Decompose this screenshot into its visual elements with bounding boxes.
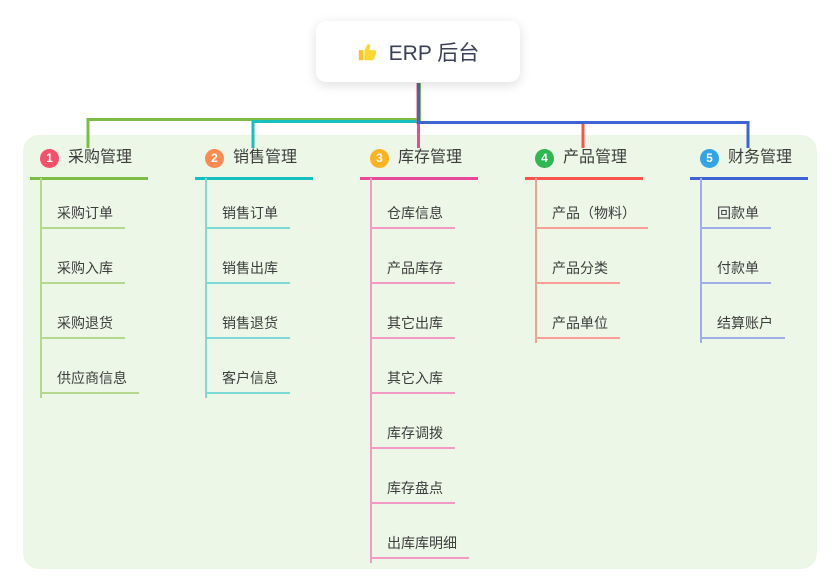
- badge-1: 1: [40, 148, 59, 168]
- branch-finance: 5 财务管理 回款单 付款单 结算账户: [690, 144, 839, 343]
- branch-finance-vline: [700, 178, 702, 343]
- node-sales-order[interactable]: 销售订单: [205, 204, 290, 229]
- branch-inventory-vline: [370, 178, 372, 563]
- node-receipt-bill[interactable]: 回款单: [700, 204, 771, 229]
- badge-2: 2: [205, 148, 224, 168]
- branch-title: 采购管理: [68, 149, 133, 166]
- branch-product-vline: [535, 178, 537, 343]
- node-settlement-account[interactable]: 结算账户: [700, 314, 785, 339]
- branch-sales-vline: [205, 178, 207, 398]
- node-purchase-order[interactable]: 采购订单: [40, 204, 125, 229]
- node-purchase-inbound[interactable]: 采购入库: [40, 259, 125, 284]
- node-stock-transfer[interactable]: 库存调拨: [370, 424, 455, 449]
- branch-inventory: 3 库存管理 仓库信息 产品库存 其它出库 其它入库 库存调拨 库存盘点 出库库…: [360, 144, 520, 563]
- branch-title: 销售管理: [233, 149, 298, 166]
- root-title: ERP 后台: [388, 41, 480, 65]
- node-supplier-info[interactable]: 供应商信息: [40, 369, 139, 394]
- node-product-unit[interactable]: 产品单位: [535, 314, 620, 339]
- branch-title: 产品管理: [563, 149, 628, 166]
- branch-inventory-header[interactable]: 3 库存管理: [360, 144, 478, 180]
- node-warehouse-info[interactable]: 仓库信息: [370, 204, 455, 229]
- branch-sales: 2 销售管理 销售订单 销售出库 销售退货 客户信息: [195, 144, 355, 398]
- node-payment-bill[interactable]: 付款单: [700, 259, 771, 284]
- thumbs-up-icon: [358, 43, 376, 60]
- node-product-stock[interactable]: 产品库存: [370, 259, 455, 284]
- branch-finance-header[interactable]: 5 财务管理: [690, 144, 808, 180]
- root-node-erp-backend[interactable]: ERP 后台: [316, 21, 520, 82]
- connector-product: [416, 83, 585, 148]
- node-sales-return[interactable]: 销售退货: [205, 314, 290, 339]
- branch-product-header[interactable]: 4 产品管理: [525, 144, 643, 180]
- branch-product: 4 产品管理 产品（物料） 产品分类 产品单位: [525, 144, 685, 343]
- node-product-material[interactable]: 产品（物料）: [535, 204, 648, 229]
- branch-sales-header[interactable]: 2 销售管理: [195, 144, 313, 180]
- node-product-category[interactable]: 产品分类: [535, 259, 620, 284]
- mindmap-canvas-panel: [23, 135, 817, 569]
- node-stock-count[interactable]: 库存盘点: [370, 479, 455, 504]
- badge-4: 4: [535, 148, 554, 168]
- node-other-outbound[interactable]: 其它出库: [370, 314, 455, 339]
- branch-purchase-vline: [40, 178, 42, 398]
- node-customer-info[interactable]: 客户信息: [205, 369, 290, 394]
- branch-title: 财务管理: [728, 149, 793, 166]
- node-sales-outbound[interactable]: 销售出库: [205, 259, 290, 284]
- connector-sales: [251, 83, 420, 148]
- node-other-inbound[interactable]: 其它入库: [370, 369, 455, 394]
- node-purchase-return[interactable]: 采购退货: [40, 314, 125, 339]
- connector-finance: [417, 83, 750, 148]
- badge-5: 5: [700, 148, 719, 168]
- badge-3: 3: [370, 148, 389, 168]
- branch-purchase: 1 采购管理 采购订单 采购入库 采购退货 供应商信息: [30, 144, 190, 398]
- node-outbound-detail[interactable]: 出库库明细: [370, 534, 469, 559]
- branch-purchase-header[interactable]: 1 采购管理: [30, 144, 148, 180]
- branch-title: 库存管理: [398, 149, 463, 166]
